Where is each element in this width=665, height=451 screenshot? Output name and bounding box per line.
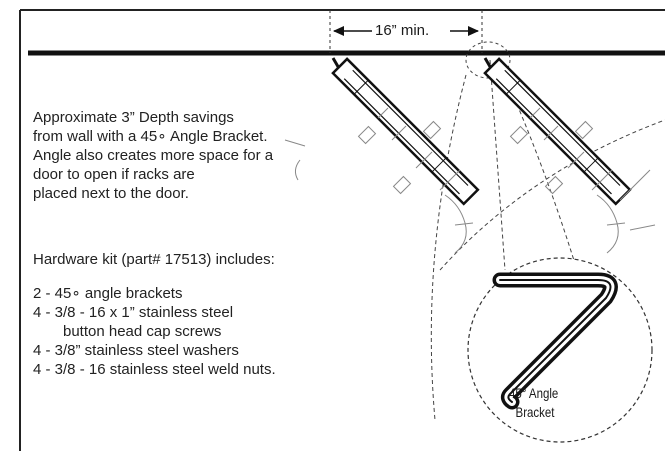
angle-bracket-icon	[492, 272, 618, 410]
description-text: Approximate 3” Depth savings from wall w…	[33, 108, 273, 203]
kit-item: 2 - 45∘ angle brackets	[33, 285, 183, 302]
left-arrow-icon	[333, 26, 372, 36]
description-line: Approximate 3” Depth savings	[33, 109, 234, 126]
description-line: from wall with a 45∘ Angle Bracket.	[33, 128, 268, 145]
hardware-kit-title: Hardware kit (part# 17513) includes:	[33, 251, 275, 268]
description-line: placed next to the door.	[33, 185, 189, 202]
callout-line: 45° Angle	[509, 385, 559, 401]
bracket-callout-label: 45° Angle Bracket	[509, 384, 583, 422]
rack-left	[284, 57, 480, 254]
callout-line: Bracket	[515, 404, 555, 420]
kit-item: button head cap screws	[63, 323, 222, 340]
kit-item: 4 - 3/8 - 16 stainless steel weld nuts.	[33, 361, 276, 378]
description-line: door to open if racks are	[33, 166, 195, 183]
kit-item: 4 - 3/8 - 16 x 1” stainless steel	[33, 304, 234, 321]
dimension-label: 16” min.	[374, 22, 431, 40]
hardware-kit-list: 2 - 45∘ angle brackets 4 - 3/8 - 16 x 1”…	[33, 284, 276, 379]
rack-right	[483, 57, 656, 254]
right-arrow-icon	[450, 26, 479, 36]
kit-item: 4 - 3/8” stainless steel washers	[33, 342, 239, 359]
description-line: Angle also creates more space for a	[33, 147, 274, 164]
